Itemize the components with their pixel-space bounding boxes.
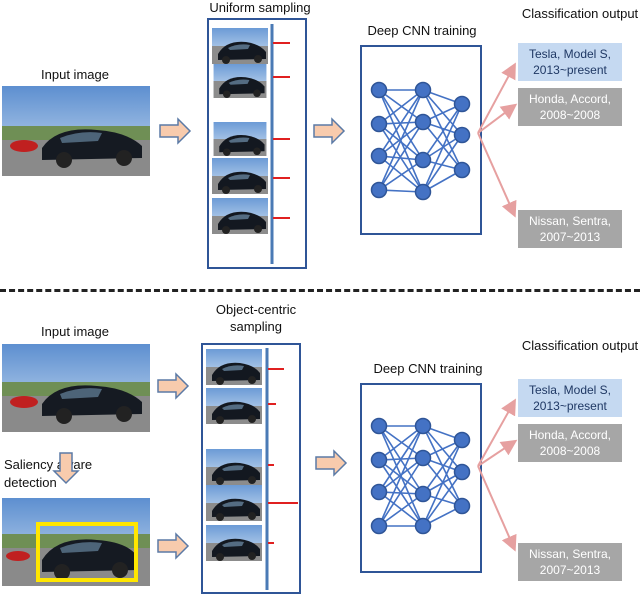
bottom-input-label: Input image <box>41 324 109 339</box>
bottom-output-2: Honda, Accord, 2008~2008 <box>518 424 622 462</box>
top-thumbnails <box>212 28 268 234</box>
bottom-arrow-input <box>157 373 189 399</box>
bottom-output-title: Classification output <box>521 338 639 353</box>
top-input-image <box>2 86 150 176</box>
top-input-label: Input image <box>41 67 109 82</box>
top-output-1: Tesla, Model S, 2013~present <box>518 43 622 81</box>
bottom-network-edges <box>378 425 463 527</box>
saliency-image <box>2 498 150 586</box>
top-output-arrows <box>477 62 518 218</box>
saliency-bounding-box <box>36 522 138 582</box>
bottom-output-1: Tesla, Model S, 2013~present <box>518 379 622 417</box>
top-network-edges <box>378 89 463 193</box>
top-output-title: Classification output <box>521 6 639 21</box>
top-network-nodes <box>370 81 471 201</box>
top-sample-ticks <box>273 42 290 219</box>
top-sampling-label: Uniform sampling <box>209 0 311 15</box>
top-cnn-label: Deep CNN training <box>367 23 477 38</box>
top-arrow-cnn <box>313 118 345 144</box>
top-output-2: Honda, Accord, 2008~2008 <box>518 88 622 126</box>
bottom-cnn-label: Deep CNN training <box>373 361 483 376</box>
bottom-arrow-saliency-crop <box>157 533 189 559</box>
bottom-thumbnails <box>206 349 262 561</box>
bottom-sampling-label: Object-centric sampling <box>215 302 297 334</box>
bottom-sample-ticks <box>268 368 298 544</box>
bottom-input-image <box>2 344 150 432</box>
bottom-arrow-cnn <box>315 450 347 476</box>
top-output-3: Nissan, Sentra, 2007~2013 <box>518 210 622 248</box>
section-divider <box>0 289 640 292</box>
bottom-arrow-down <box>53 452 79 484</box>
bottom-output-3: Nissan, Sentra, 2007~2013 <box>518 543 622 581</box>
bottom-network-nodes <box>370 417 471 535</box>
bottom-output-arrows <box>477 398 518 552</box>
top-arrow-input <box>159 118 191 144</box>
